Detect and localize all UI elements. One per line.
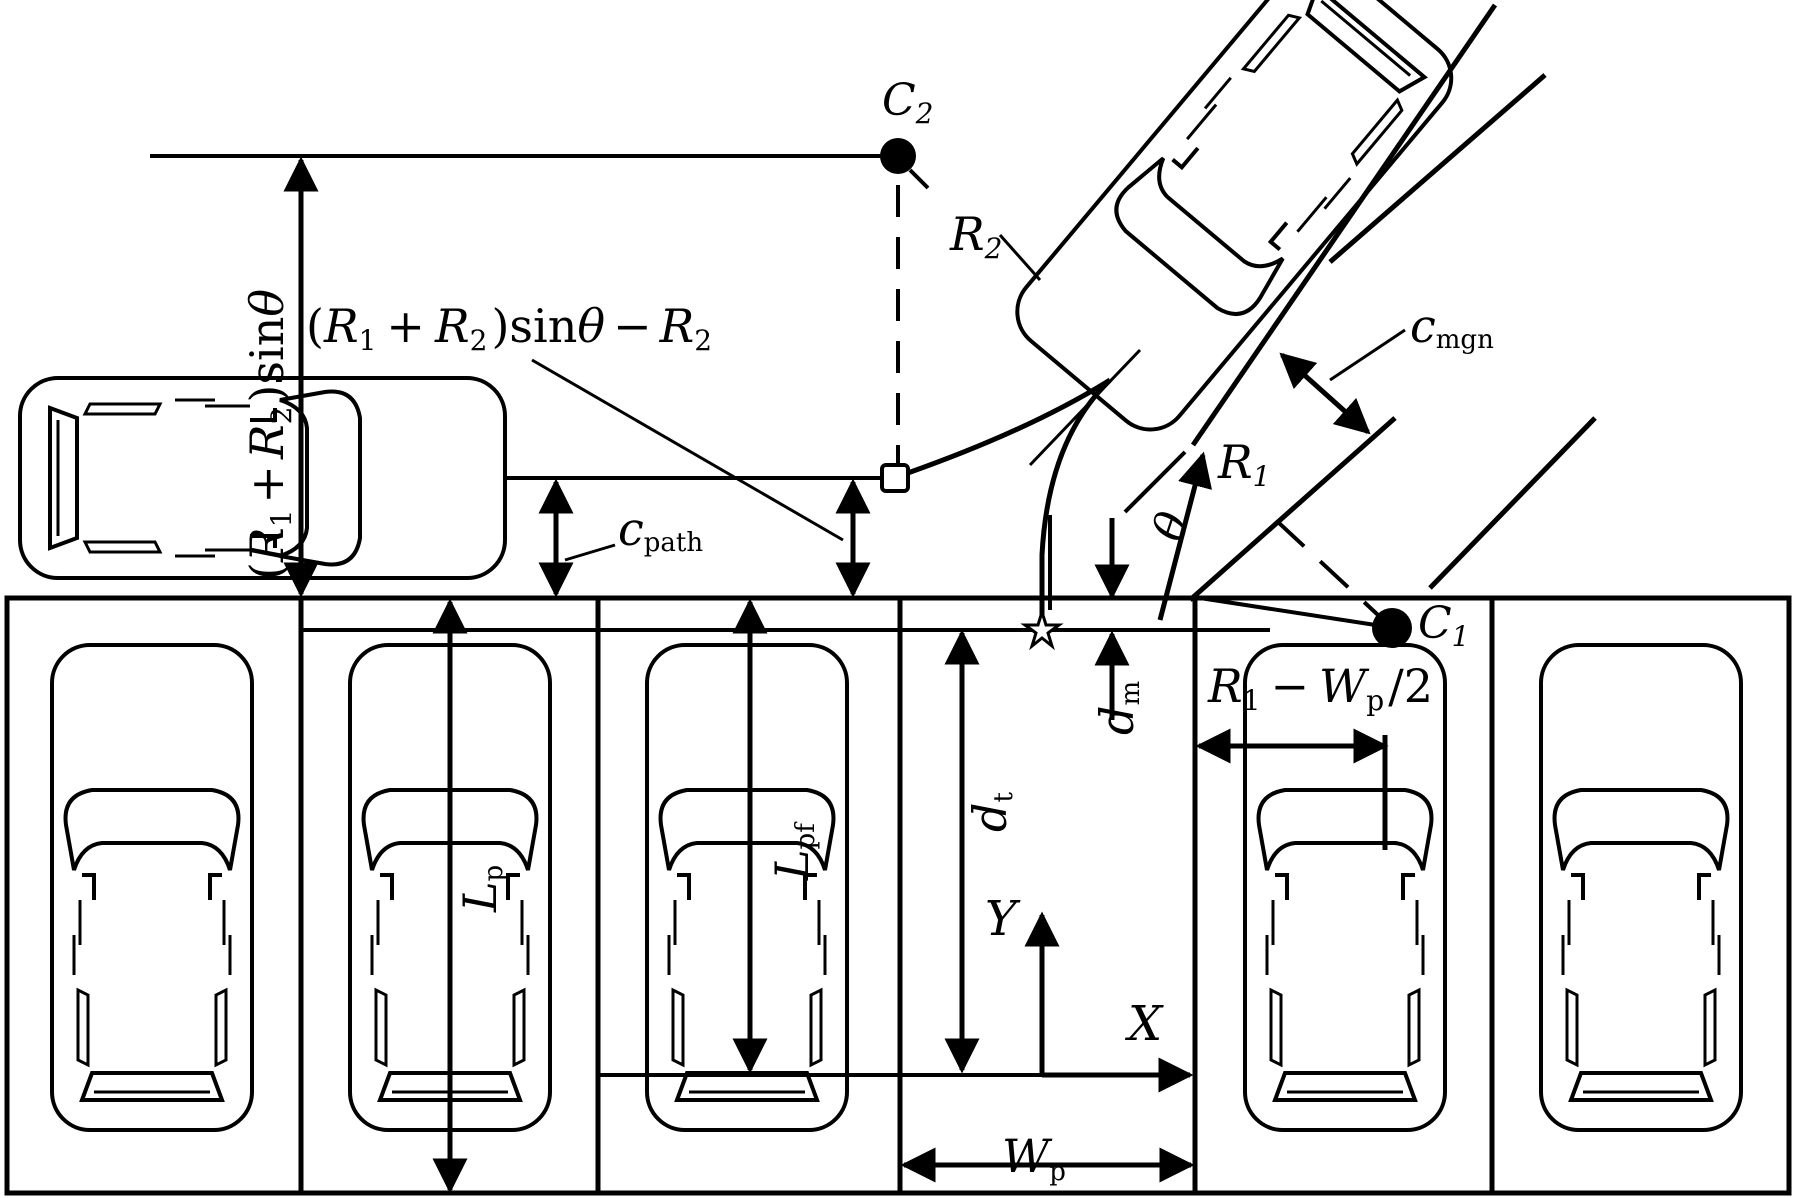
formula-r1r2-sin-minus-r2: (R1+R2)sinθ−R2: [306, 299, 712, 357]
start-star-icon: [1020, 606, 1064, 651]
center-c2: [880, 138, 916, 174]
trajectory-arc-through: [1028, 348, 1142, 467]
label-r1: R1: [1217, 435, 1270, 493]
path-point-square: [880, 463, 910, 493]
c1-radius-dashed: [1263, 508, 1394, 630]
label-lp: Lp: [453, 865, 509, 913]
dim-theta: [1157, 451, 1212, 621]
label-r2: R2: [949, 207, 1002, 265]
label-dm: dm: [1090, 681, 1146, 735]
vehicle-trajectory: [904, 377, 1112, 620]
label-c1: C1: [1418, 598, 1470, 653]
center-c1: [1372, 608, 1412, 648]
label-c2: C2: [882, 75, 934, 130]
parking-row: [4, 595, 1792, 1196]
label-theta: θ: [1143, 506, 1200, 547]
diagonal-lane-lines: [1188, 3, 1597, 602]
label-c-path: cpath: [618, 502, 703, 558]
parked-car-1: [50, 643, 254, 1132]
label-lpf: Lpf: [765, 821, 821, 881]
leader-lines: [531, 234, 1406, 562]
maneuvering-car: [999, 0, 1469, 448]
dimension-arrows: [283, 156, 1389, 1194]
label-dt: dt: [963, 792, 1019, 832]
parked-car-5: [1243, 643, 1447, 1132]
label-axis-x: X: [1124, 996, 1164, 1052]
parked-car-6: [1539, 643, 1743, 1132]
label-c-mgn: cmgn: [1410, 299, 1494, 355]
label-wp: Wp: [1002, 1129, 1066, 1187]
construction-lines: [150, 154, 1394, 1077]
label-axis-y: Y: [985, 891, 1021, 947]
formula-r1r2-sin-theta: (R1+R2)sinθ: [240, 289, 298, 580]
formula-r1-minus-wp-half: R1−Wp/2: [1207, 659, 1433, 717]
parked-car-3: [645, 643, 849, 1132]
dim-cmgn: [1279, 352, 1371, 435]
